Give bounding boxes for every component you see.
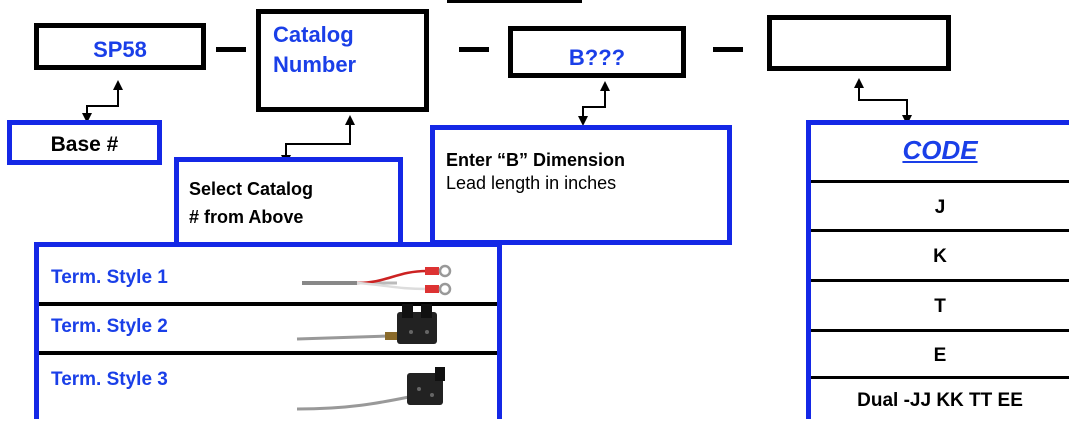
code-row-j: J — [811, 180, 1069, 232]
arrow-code — [859, 83, 907, 120]
term-style-row-1: Term. Style 1 — [39, 257, 497, 306]
select-catalog-line2: # from Above — [189, 207, 303, 228]
code-row-t: T — [811, 279, 1069, 332]
term-style-3-label: Term. Style 3 — [51, 369, 168, 391]
term-style-2-label: Term. Style 2 — [51, 316, 168, 338]
term-style-1-label: Term. Style 1 — [51, 267, 168, 289]
enter-b-description: Lead length in inches — [446, 173, 616, 194]
ring-terminal-image — [297, 261, 477, 297]
arrow-base — [87, 85, 118, 118]
code-table-header: CODE — [811, 135, 1069, 166]
select-catalog-box: Select Catalog # from Above — [174, 157, 403, 249]
arrow-catalog — [286, 120, 350, 160]
code-e-label: E — [934, 345, 947, 366]
code-dual-label: Dual -JJ KK TT EE — [857, 390, 1023, 411]
enter-b-title: Enter “B” Dimension — [446, 150, 625, 171]
code-table: CODE J K T E Dual -JJ KK TT EE — [806, 120, 1069, 419]
plug-connector-image — [289, 302, 469, 347]
base-number-label: Base # — [12, 133, 157, 157]
select-catalog-line1: Select Catalog — [189, 179, 313, 200]
base-number-box: Base # — [7, 120, 162, 165]
arrow-b-dimension — [583, 86, 605, 121]
code-row-dual: Dual -JJ KK TT EE — [811, 376, 1069, 427]
code-t-label: T — [934, 296, 946, 317]
jack-connector-image — [289, 355, 469, 424]
code-k-label: K — [933, 246, 947, 267]
term-style-row-2: Term. Style 2 — [39, 306, 497, 355]
code-row-e: E — [811, 329, 1069, 379]
term-styles-box: Term. Style 1 Term. Style 2 Term. Style … — [34, 242, 502, 419]
code-row-k: K — [811, 229, 1069, 282]
enter-b-dimension-box: Enter “B” Dimension Lead length in inche… — [430, 125, 732, 245]
code-j-label: J — [935, 197, 946, 218]
term-style-row-3: Term. Style 3 — [39, 355, 497, 424]
